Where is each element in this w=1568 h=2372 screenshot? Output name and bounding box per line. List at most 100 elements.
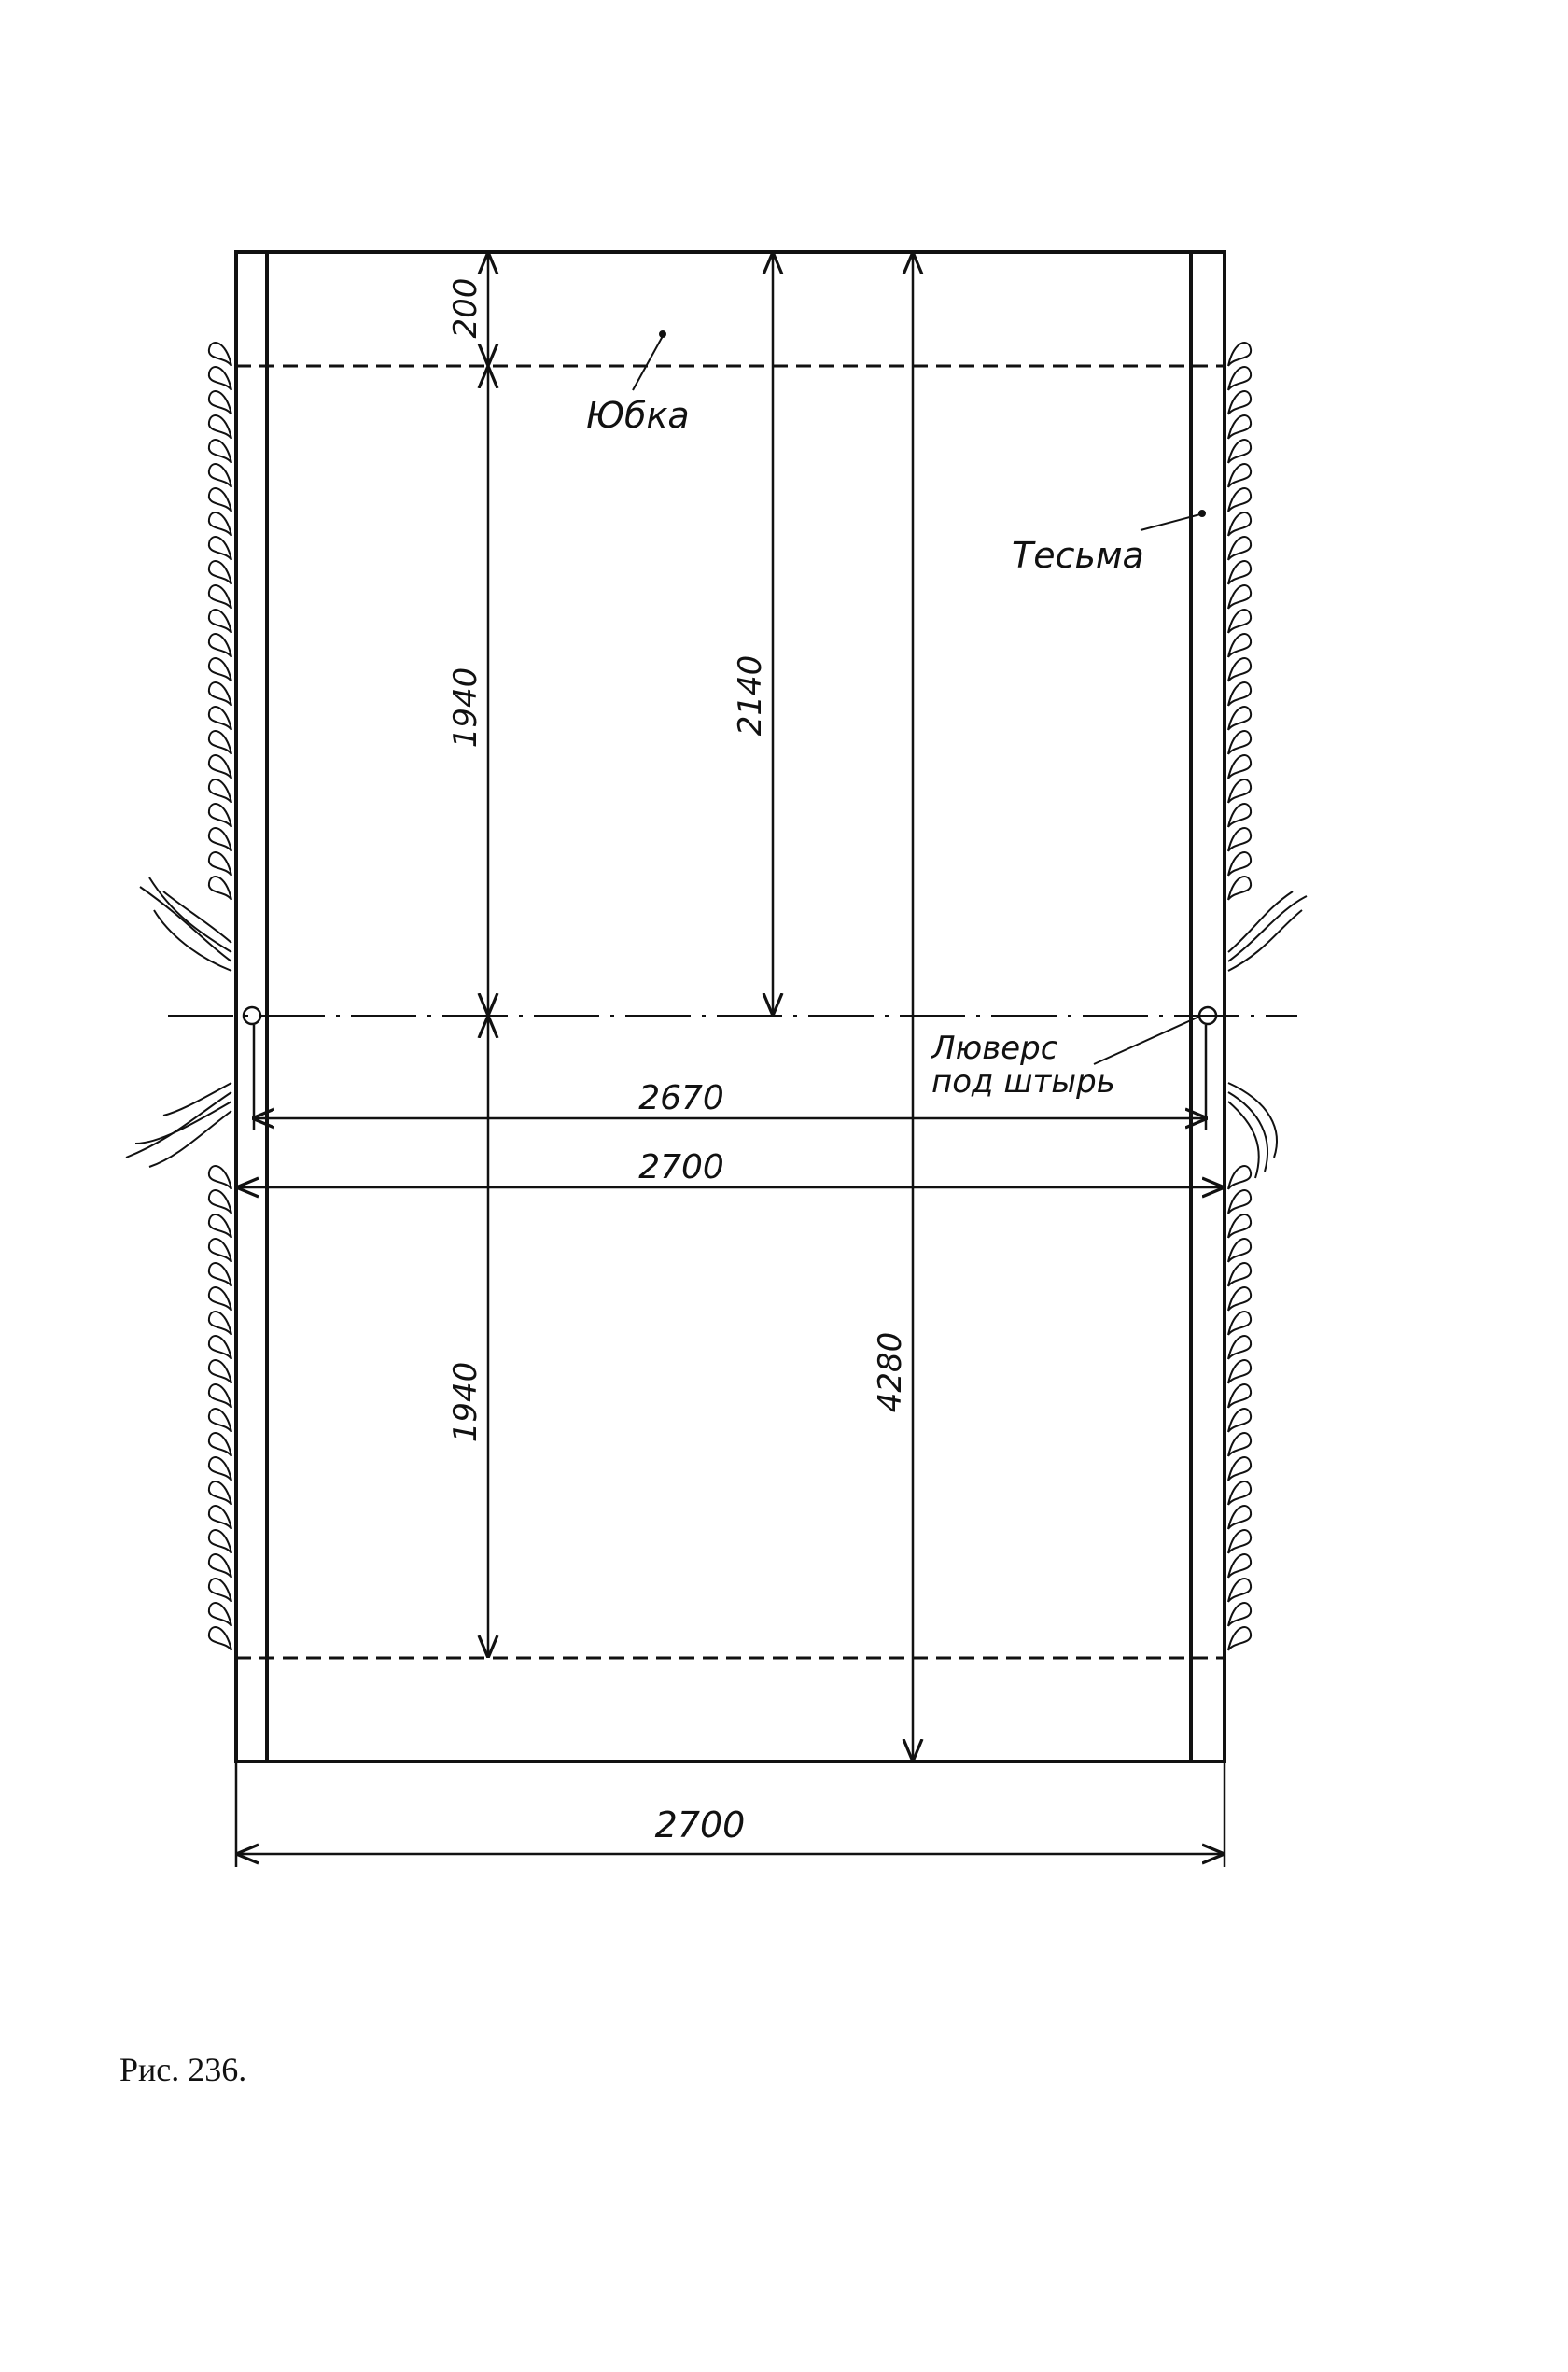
loop-icon [207,754,232,779]
loop-icon [1227,1481,1253,1506]
loop-icon [1227,1335,1253,1360]
loop-icon [207,609,232,634]
dim-inner-width: 2670 [638,1079,724,1117]
loop-icon [207,657,232,682]
loop-icon [207,414,232,440]
loop-icon [207,633,232,658]
loop-icon [1227,803,1253,828]
loop-icon [1227,827,1253,852]
loop-icon [1227,1456,1253,1481]
loop-icon [207,730,232,755]
loop-icon [1227,609,1253,634]
dim-upper-half: 1940 [447,667,484,749]
loop-icon [1227,730,1253,755]
loop-icon [1227,512,1253,537]
loop-icon [1227,463,1253,488]
loop-icon [207,1238,232,1263]
loop-icon [1227,1165,1253,1190]
loop-icon [207,463,232,488]
loop-icon [207,1189,232,1214]
loop-icon [1227,536,1253,561]
loop-icon [207,876,232,901]
loop-icon [1227,1286,1253,1312]
loop-icon [1227,584,1253,610]
loop-icon [207,1578,232,1603]
loop-icon [207,1432,232,1457]
skirt-lines [236,364,1225,1660]
loop-icon [207,779,232,804]
loop-icon [1227,342,1253,367]
loop-icon [207,1602,232,1627]
dim-lower-half: 1940 [447,1362,484,1443]
loop-icon [207,851,232,877]
loop-icon [207,536,232,561]
loop-icon [1227,1189,1253,1214]
loop-icon [207,1481,232,1506]
loop-icon [207,681,232,707]
loop-icon [207,1505,232,1530]
loop-icon [207,706,232,731]
loop-icon [1227,1505,1253,1530]
loop-icon [207,803,232,828]
loop-icon [1227,706,1253,731]
loop-icon [207,512,232,537]
leader-lines [632,330,1206,1065]
loop-icon [1227,439,1253,464]
loop-icon [207,1626,232,1651]
loop-icon [1227,1602,1253,1627]
loop-icon [1227,366,1253,391]
loop-icon [1227,1553,1253,1579]
loop-icon [1227,1262,1253,1287]
loop-icon [1227,487,1253,512]
tie-cords [125,877,1308,1179]
loop-icon [207,584,232,610]
vertical-dimensions [488,254,913,1760]
loop-icon [1227,1214,1253,1239]
loop-icon [207,1408,232,1433]
tape-loops [207,342,1253,1651]
loop-icon [1227,1626,1253,1651]
dim-bottom-width: 2700 [655,1804,746,1846]
loop-icon [207,1529,232,1554]
loop-icon [1227,1408,1253,1433]
dim-to-center: 2140 [732,655,769,737]
label-tape: Тесьма [1012,535,1144,576]
horizontal-dimensions [234,1025,1226,1867]
loop-icon [207,342,232,367]
figure-caption: Рис. 236. [119,2051,247,2088]
loop-icon [1227,1359,1253,1384]
loop-icon [207,366,232,391]
loop-icon [1227,681,1253,707]
loop-icon [207,1456,232,1481]
loop-icon [207,1383,232,1409]
loop-icon [1227,1238,1253,1263]
loop-icon [207,1553,232,1579]
loop-icon [1227,1383,1253,1409]
loop-icon [207,439,232,464]
loop-icon [1227,633,1253,658]
loop-icon [207,1286,232,1312]
loop-icon [1227,560,1253,585]
label-skirt: Юбка [586,395,690,436]
loop-icon [207,1335,232,1360]
loop-icon [1227,414,1253,440]
loop-icon [207,1214,232,1239]
loop-icon [1227,1578,1253,1603]
loop-icon [207,560,232,585]
dim-total-height: 4280 [872,1332,909,1413]
loop-icon [207,827,232,852]
loop-icon [1227,657,1253,682]
loop-icon [207,1311,232,1336]
dim-top-band: 200 [447,278,484,339]
loop-icon [207,1165,232,1190]
loop-icon [1227,876,1253,901]
loop-icon [1227,1529,1253,1554]
loop-icon [1227,1432,1253,1457]
loop-icon [1227,1311,1253,1336]
loop-icon [1227,754,1253,779]
loop-icon [1227,851,1253,877]
label-grommet-line2: под штырь [931,1063,1115,1101]
loop-icon [207,390,232,415]
loop-icon [207,1262,232,1287]
